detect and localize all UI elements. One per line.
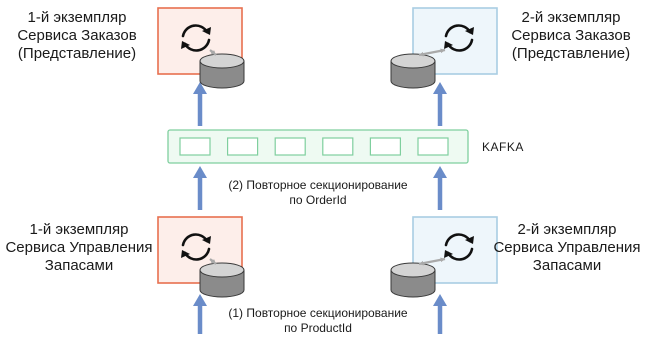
repartition-orderid-line-1: (2) Повторное секционирование <box>228 178 408 192</box>
flow-arrow <box>433 294 447 334</box>
database-icon <box>390 53 436 89</box>
top-left-line-2: Сервиса Заказов <box>17 27 137 44</box>
bottom-right-line-3: Запасами <box>532 257 602 274</box>
top-left-service-label: 1-й экземпляр Сервиса Заказов (Представл… <box>2 9 152 63</box>
storage-link-arrow <box>418 48 446 57</box>
sync-icon <box>444 233 474 261</box>
top-right-service-box <box>390 7 498 89</box>
bottom-left-line-1: 1-й экземпляр <box>29 221 129 238</box>
bottom-right-service-box <box>390 216 498 298</box>
kafka-partition <box>227 137 259 156</box>
repartition-productid-line-2: по ProductId <box>284 321 352 335</box>
database-icon <box>199 53 245 89</box>
storage-link-arrow <box>209 258 217 265</box>
repartition-productid-line-1: (1) Повторное секционирование <box>228 306 408 320</box>
storage-link-arrow <box>209 49 217 56</box>
bottom-right-line-1: 2-й экземпляр <box>517 221 617 238</box>
bottom-left-service-box <box>157 216 245 298</box>
bottom-left-line-3: Запасами <box>44 257 114 274</box>
flow-arrows <box>193 82 447 334</box>
repartition-orderid-line-2: по OrderId <box>289 193 347 207</box>
kafka-partition <box>274 137 306 156</box>
sync-icon <box>444 24 474 52</box>
flow-arrow <box>193 166 207 210</box>
flow-arrow <box>433 82 447 126</box>
kafka-label: KAFKA <box>482 140 524 154</box>
top-left-line-3: (Представление) <box>17 45 137 62</box>
top-right-line-2: Сервиса Заказов <box>511 27 631 44</box>
storage-link-arrow <box>418 257 446 266</box>
service-boxes <box>157 7 498 298</box>
flow-arrow <box>433 166 447 210</box>
kafka-topic <box>167 129 469 164</box>
bottom-left-service-label: 1-й экземпляр Сервиса Управления Запасам… <box>0 221 158 275</box>
top-left-line-1: 1-й экземпляр <box>27 9 127 26</box>
bottom-right-line-2: Сервиса Управления <box>493 239 641 256</box>
flow-arrow <box>193 294 207 334</box>
top-right-line-1: 2-й экземпляр <box>521 9 621 26</box>
database-icon <box>199 262 245 298</box>
database-icon <box>390 262 436 298</box>
sync-icon <box>181 233 211 261</box>
repartition-productid-label: (1) Повторное секционирование по Product… <box>208 306 428 336</box>
kafka-partition <box>369 137 401 156</box>
kafka-partition <box>322 137 354 156</box>
top-left-service-box <box>157 7 245 89</box>
repartition-orderid-label: (2) Повторное секционирование по OrderId <box>208 178 428 208</box>
sync-icon <box>181 24 211 52</box>
kafka-partitions <box>179 137 449 156</box>
kafka-partition <box>179 137 211 156</box>
bottom-right-service-label: 2-й экземпляр Сервиса Управления Запасам… <box>488 221 646 275</box>
kafka-partition <box>417 137 449 156</box>
top-right-service-label: 2-й экземпляр Сервиса Заказов (Представл… <box>498 9 644 63</box>
bottom-left-line-2: Сервиса Управления <box>5 239 153 256</box>
top-right-line-3: (Представление) <box>511 45 631 62</box>
flow-arrow <box>193 82 207 126</box>
